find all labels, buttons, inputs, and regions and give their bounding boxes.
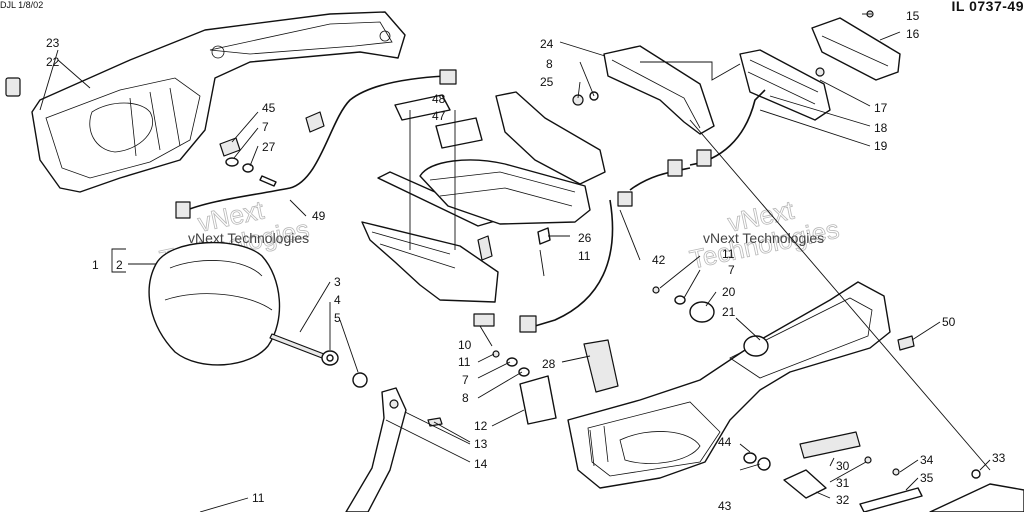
connector-42b <box>696 149 712 167</box>
callout-35: 35 <box>920 471 934 485</box>
callout-12: 12 <box>474 419 488 433</box>
callout-26: 26 <box>578 231 592 245</box>
date-code: DJL 1/8/02 <box>0 0 44 10</box>
taillight-assembly <box>572 10 901 135</box>
callout-21: 21 <box>722 305 736 319</box>
bolt-26 <box>537 227 551 245</box>
callout-47: 47 <box>432 109 446 123</box>
callout-23: 23 <box>46 36 60 50</box>
callout-27: 27 <box>262 140 276 154</box>
callout-31: 31 <box>836 476 850 490</box>
callout-25: 25 <box>540 75 554 89</box>
callout-33: 33 <box>992 451 1006 465</box>
illustration-id: IL 0737-49 <box>951 0 1024 14</box>
wiring-harness-42 <box>534 199 614 327</box>
leader-lines <box>39 13 991 512</box>
spacer-10 <box>473 313 495 327</box>
callout-13: 13 <box>474 437 488 451</box>
callout-44: 44 <box>718 435 732 449</box>
backrest-bracket-14 <box>345 387 407 512</box>
callout-17: 17 <box>874 101 888 115</box>
reflector-12 <box>519 375 557 425</box>
callout-7-c: 7 <box>728 263 735 277</box>
callout-22: 22 <box>46 55 60 69</box>
washer-7 <box>506 357 518 367</box>
callout-30: 30 <box>836 459 850 473</box>
connector-42a <box>667 159 683 177</box>
seat-backrest <box>148 241 281 366</box>
callout-8-a: 8 <box>462 391 469 405</box>
spacer-5 <box>352 372 368 388</box>
callout-5: 5 <box>334 311 341 325</box>
callout-32: 32 <box>836 493 850 507</box>
callout-11-d: 11 <box>252 491 265 505</box>
callout-11-a: 11 <box>458 355 471 369</box>
watermark-small-right: vNext Technologies <box>703 230 824 246</box>
callout-18: 18 <box>874 121 888 135</box>
plug-43 <box>757 457 771 471</box>
callout-numbers: 23 22 45 7 27 49 1 2 3 4 5 13 14 10 11 7… <box>46 9 1006 512</box>
callout-34: 34 <box>920 453 934 467</box>
callout-7-b: 7 <box>462 373 469 387</box>
callout-28: 28 <box>542 357 556 371</box>
callout-15: 15 <box>906 9 920 23</box>
strap-35 <box>859 487 923 512</box>
callout-16: 16 <box>906 27 920 41</box>
reflector-30 <box>799 431 861 459</box>
connector-49a <box>175 201 191 219</box>
callout-11-b: 11 <box>578 249 591 263</box>
washer-33 <box>971 469 981 479</box>
callout-7-a: 7 <box>262 120 269 134</box>
bolt-3 <box>269 333 325 359</box>
callout-42: 42 <box>652 253 666 267</box>
callout-4: 4 <box>334 293 341 307</box>
callout-14: 14 <box>474 457 488 471</box>
screw-31 <box>864 456 872 464</box>
callout-49: 49 <box>312 209 326 223</box>
plug-44 <box>743 452 757 464</box>
callout-2: 2 <box>116 258 123 272</box>
callout-43: 43 <box>718 499 732 512</box>
connector-42c <box>617 191 633 207</box>
wiring-harness-49 <box>181 75 446 213</box>
rack-frame <box>361 91 606 303</box>
rear-grab-handle <box>929 483 1024 512</box>
connector-42d <box>519 315 537 333</box>
callout-3: 3 <box>334 275 341 289</box>
callout-1: 1 <box>92 258 99 272</box>
callout-48: 48 <box>432 92 446 106</box>
callout-20: 20 <box>722 285 736 299</box>
washer-8 <box>518 367 530 377</box>
tie-down-32 <box>783 469 827 499</box>
callout-24: 24 <box>540 37 554 51</box>
callout-45: 45 <box>262 101 276 115</box>
clip-23 <box>5 77 21 97</box>
callout-50: 50 <box>942 315 956 329</box>
callout-10: 10 <box>458 338 472 352</box>
bolt-50 <box>897 335 915 351</box>
bracket-28 <box>583 339 619 393</box>
screw-34 <box>892 468 900 476</box>
bolt-27-assembly <box>219 137 277 187</box>
connector-49b <box>439 69 457 85</box>
rear-bumper-left <box>31 11 406 193</box>
bolt-11-right <box>652 286 660 294</box>
washer-7-right <box>674 295 686 305</box>
callout-8-b: 8 <box>546 57 553 71</box>
connector-49c <box>305 111 325 133</box>
callout-11-c: 11 <box>722 247 735 261</box>
callout-19: 19 <box>874 139 888 153</box>
cap-20 <box>689 301 715 323</box>
